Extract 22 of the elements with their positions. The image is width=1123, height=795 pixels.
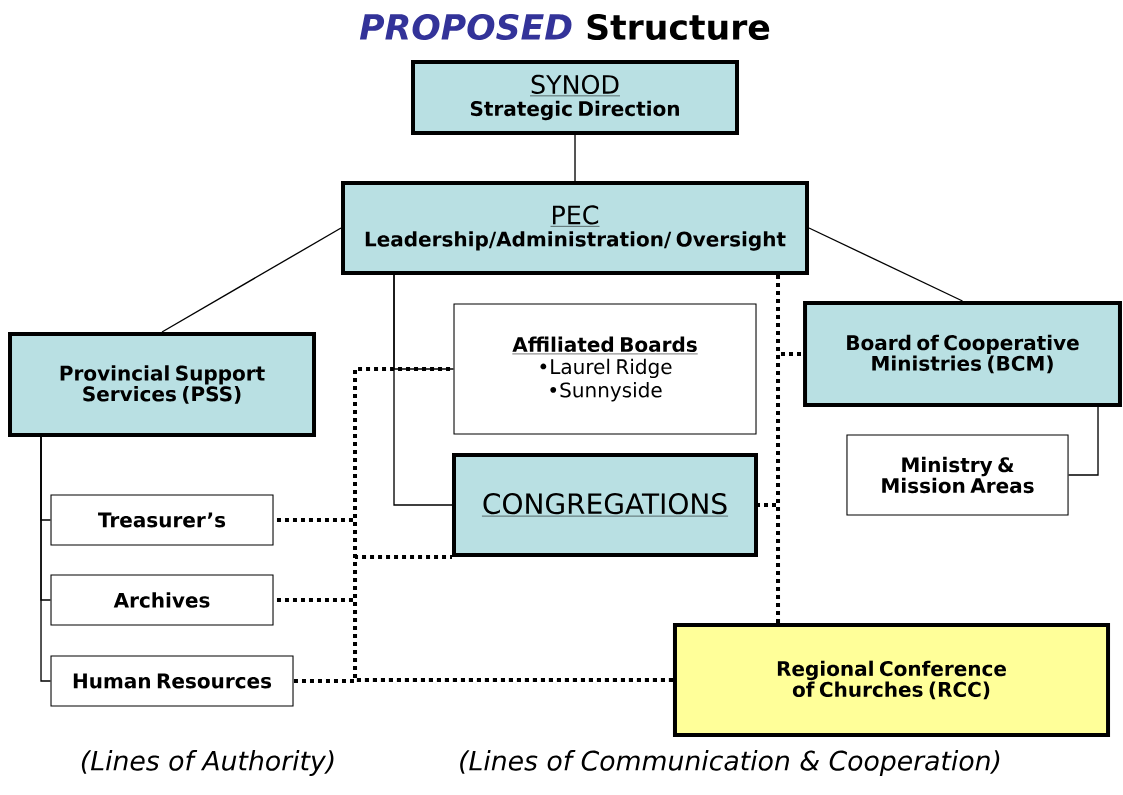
title: PROPOSED Structure	[359, 13, 770, 41]
connector-line	[1067, 406, 1099, 476]
org-box: PEC Leadership/Administration/ Oversight	[341, 181, 809, 275]
dotted-connector	[293, 678, 673, 683]
org-box: Ministry & Mission Areas	[846, 434, 1069, 516]
connector-line	[40, 436, 52, 682]
note: (Lines of Authority)	[81, 750, 334, 776]
note: (Lines of Communication & Cooperation)	[460, 750, 1000, 776]
org-box: Provincial Support Services (PSS)	[8, 331, 316, 438]
dotted-connector	[758, 503, 780, 623]
connector-line	[161, 227, 342, 333]
org-box: Archives	[50, 574, 274, 626]
org-box: SYNOD Strategic Direction	[411, 60, 739, 135]
org-box: CONGREGATIONS	[452, 453, 758, 557]
org-box: Regional Conference of Churches (RCC)	[673, 623, 1111, 737]
org-box: Affiliated Boards •Laurel Ridge •Sunnyside	[453, 303, 757, 435]
connector-line	[393, 274, 453, 506]
org-box: Board of Cooperative Ministries (BCM)	[803, 301, 1122, 407]
org-box: Treasurer’s	[50, 494, 274, 546]
connector-line	[574, 134, 576, 182]
connector-line	[808, 227, 964, 302]
org-box: Human Resources	[50, 655, 294, 707]
